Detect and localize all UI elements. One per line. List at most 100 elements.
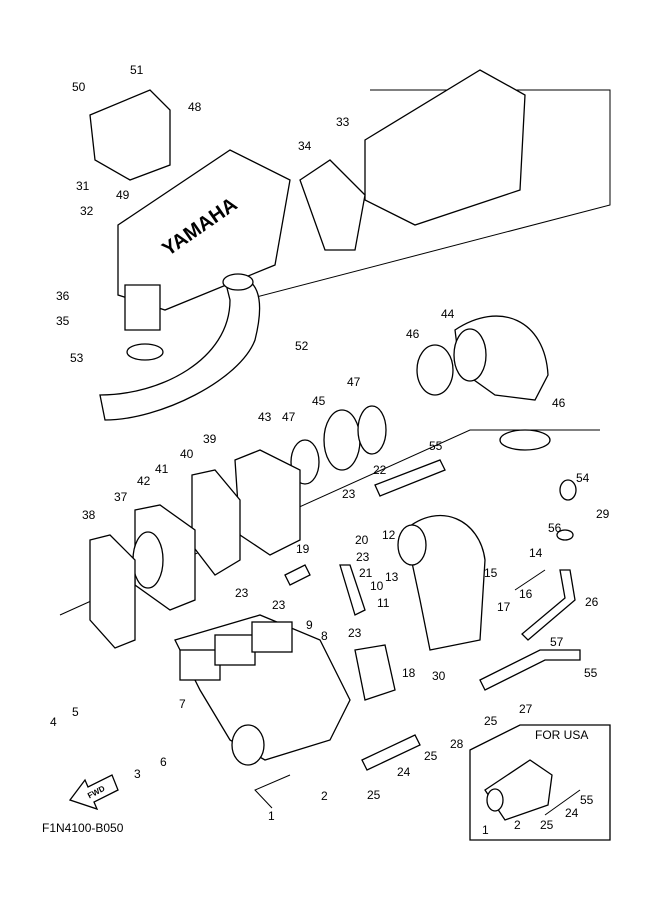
hose-24: [361, 734, 421, 771]
hose-21: [339, 564, 366, 616]
callout-11: 11: [377, 596, 390, 610]
callout-39: 39: [203, 432, 217, 446]
callout-36: 36: [56, 289, 70, 303]
callout-47: 47: [347, 375, 361, 389]
diagram-code: F1N4100-B050: [42, 821, 124, 835]
callout-8: 8: [321, 629, 328, 643]
fwd-arrow-icon: FWD: [68, 774, 119, 811]
hose-27: [479, 649, 581, 691]
frame-line-middle: [59, 429, 600, 616]
callout-23: 23: [272, 598, 286, 612]
hose-52-end: [222, 273, 254, 291]
callout-14: 14: [529, 546, 543, 560]
callout-44: 44: [441, 307, 455, 321]
callout-57: 57: [550, 635, 564, 649]
manifold-port-3: [251, 621, 293, 653]
callout-30: 30: [432, 669, 446, 683]
callout-25: 25: [424, 749, 438, 763]
leader-1: [254, 774, 291, 809]
callout-13: 13: [385, 570, 399, 584]
callout-24: 24: [397, 765, 411, 779]
callout-48: 48: [188, 100, 202, 114]
air-intake-cover: [117, 149, 291, 311]
plate-39: [234, 449, 301, 556]
callout-54: 54: [576, 471, 590, 485]
callout-31: 31: [76, 179, 90, 193]
callout-55: 55: [584, 666, 598, 680]
callout-42: 42: [137, 474, 151, 488]
callout-37: 37: [114, 490, 128, 504]
callout-23: 23: [356, 550, 370, 564]
hose-52: [99, 277, 261, 421]
callout-22: 22: [373, 463, 387, 477]
inset-callout-2: 2: [514, 818, 521, 832]
callout-34: 34: [298, 139, 312, 153]
callout-21: 21: [359, 566, 373, 580]
gasket-18: [354, 644, 396, 701]
callout-50: 50: [72, 80, 86, 94]
callout-15: 15: [484, 566, 498, 580]
callout-28: 28: [450, 737, 464, 751]
elbow-10-mouth: [397, 524, 427, 566]
callout-49: 49: [116, 188, 130, 202]
callout-43: 43: [258, 410, 272, 424]
callout-25: 25: [367, 788, 381, 802]
callout-32: 32: [80, 204, 94, 218]
washer-56: [556, 529, 574, 541]
callout-51: 51: [130, 63, 144, 77]
callout-12: 12: [382, 528, 396, 542]
callout-53: 53: [70, 351, 84, 365]
adaptor-37-mouth: [132, 531, 164, 589]
callout-38: 38: [82, 508, 96, 522]
callout-40: 40: [180, 447, 194, 461]
gasket-40: [191, 469, 241, 576]
callout-55: 55: [429, 439, 443, 453]
callout-52: 52: [295, 339, 309, 353]
hose-19: [284, 564, 311, 586]
gasket-38: [89, 534, 136, 649]
callout-41: 41: [155, 462, 169, 476]
part-shapes: YAMAHA: [59, 69, 611, 841]
cap-54: [559, 479, 577, 501]
manifold-port-1: [179, 649, 221, 681]
callout-3: 3: [134, 767, 141, 781]
clamp-46-a: [416, 344, 454, 396]
coupling-45: [323, 409, 361, 471]
inset-callout-55: 55: [580, 793, 594, 807]
callout-45: 45: [312, 394, 326, 408]
callout-23: 23: [235, 586, 249, 600]
hose-26: [521, 569, 576, 641]
hose-22: [374, 459, 446, 497]
callout-46: 46: [552, 396, 566, 410]
callout-47: 47: [282, 410, 296, 424]
callout-2: 2: [321, 789, 328, 803]
gasket-34: [299, 159, 366, 251]
inset-callout-25: 25: [540, 818, 554, 832]
callout-33: 33: [336, 115, 350, 129]
callout-labels: 5150483334314932363553524446474543463947…: [50, 63, 610, 823]
cover-neck: [124, 284, 161, 331]
callout-7: 7: [179, 697, 186, 711]
inset-callout-1: 1: [482, 823, 489, 837]
callout-16: 16: [519, 587, 533, 601]
inset-callout-24: 24: [565, 806, 579, 820]
callout-35: 35: [56, 314, 70, 328]
clamp-53: [126, 343, 164, 361]
inset-title: FOR USA: [535, 728, 588, 742]
inset-manifold-outlet: [486, 788, 504, 812]
elbow-44-mouth: [453, 328, 487, 382]
clamp-47-a: [357, 405, 387, 455]
callout-46: 46: [406, 327, 420, 341]
callout-25: 25: [484, 714, 498, 728]
callout-56: 56: [548, 521, 562, 535]
callout-6: 6: [160, 755, 167, 769]
callout-10: 10: [370, 579, 384, 593]
callout-19: 19: [296, 542, 310, 556]
silencer-box-33: [364, 69, 526, 226]
callout-18: 18: [402, 666, 416, 680]
bolt-14: [514, 569, 546, 591]
callout-26: 26: [585, 595, 599, 609]
callout-9: 9: [306, 618, 313, 632]
manifold-port-2: [214, 634, 256, 666]
